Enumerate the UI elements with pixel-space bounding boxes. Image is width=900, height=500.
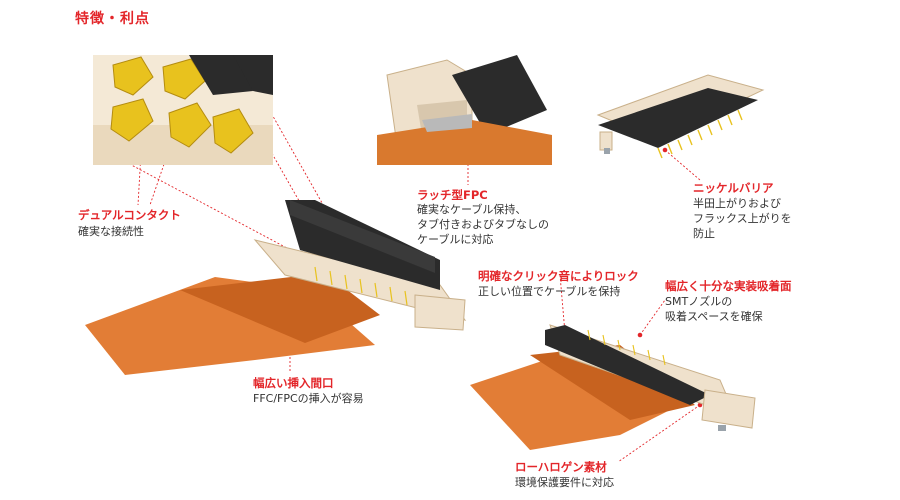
nickel-desc-3: 防止 [693, 227, 715, 240]
dual-contact-desc: 確実な接続性 [78, 225, 144, 238]
latch-title: ラッチ型FPC [417, 188, 488, 202]
wide-pad-desc-1: SMTノズルの [665, 295, 733, 308]
dual-contact-closeup [93, 55, 273, 165]
click-lock-desc: 正しい位置でケーブルを保持 [478, 285, 621, 298]
wide-pad-title: 幅広く十分な実装吸着面 [665, 279, 792, 293]
latch-closeup [377, 50, 552, 165]
nickel-desc-1: 半田上がりおよび [693, 197, 781, 210]
nickel-desc-2: フラックス上がりを [693, 212, 792, 225]
nickel-barrier-image [588, 70, 768, 165]
lock-connector-image [470, 310, 770, 455]
wide-opening-desc: FFC/FPCの挿入が容易 [253, 392, 364, 405]
latch-desc-2: タブ付きおよびタブなしの [417, 218, 549, 231]
halogen-title: ローハロゲン素材 [515, 460, 607, 474]
nickel-title: ニッケルバリア [693, 181, 774, 195]
section-title: 特徴・利点 [75, 11, 150, 27]
halogen-desc: 環境保護要件に対応 [515, 476, 614, 489]
latch-desc-1: 確実なケーブル保持、 [417, 203, 527, 216]
click-lock-title: 明確なクリック音によりロック [478, 269, 639, 283]
dual-contact-title: デュアルコンタクト [78, 208, 181, 222]
wide-pad-desc-2: 吸着スペースを確保 [665, 310, 763, 323]
wide-opening-title: 幅広い挿入間口 [253, 376, 334, 390]
latch-desc-3: ケーブルに対応 [417, 233, 494, 246]
main-connector-image [85, 195, 470, 380]
